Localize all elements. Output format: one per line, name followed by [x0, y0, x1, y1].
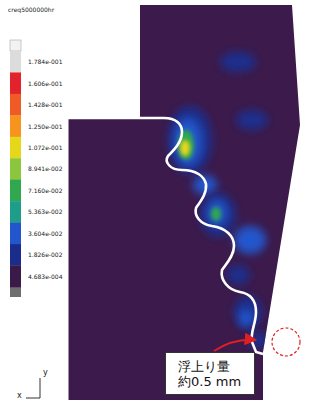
colorbar-swatch	[10, 158, 21, 180]
colorbar-swatch	[10, 244, 21, 266]
colorbar-value: 1.826e-002	[28, 251, 63, 258]
colorbar-swatch	[10, 51, 21, 73]
axis-label: x	[17, 391, 22, 400]
colorbar-value: 1.784e-001	[28, 58, 63, 65]
colorbar-value: 3.604e-002	[28, 230, 63, 237]
colorbar-value: 4.683e-004	[28, 273, 63, 280]
colorbar-value: 1.606e-001	[28, 80, 63, 87]
body-edge	[68, 118, 69, 400]
axis-line	[26, 398, 40, 399]
leader-arrow	[214, 340, 256, 351]
axis-label: y	[43, 368, 48, 377]
colorbar-value: 7.160e-002	[28, 187, 63, 194]
serration-gap	[68, 118, 263, 354]
colorbar-swatch	[10, 137, 21, 159]
colorbar-swatch	[10, 201, 21, 223]
liftoff-circle	[272, 328, 300, 356]
colorbar-swatch	[10, 266, 21, 288]
callout-box: 浮上り量 約0.5 mm	[165, 352, 255, 395]
axis-line	[40, 378, 41, 398]
colorbar-swatch	[10, 115, 21, 137]
colorbar-value: 1.250e-001	[28, 123, 63, 130]
colorbar-swatch	[10, 180, 21, 202]
colorbar-swatch	[10, 72, 21, 94]
colorbar-value: 5.363e-002	[28, 208, 63, 215]
strain-contours	[168, 52, 268, 348]
colorbar-swatch	[10, 223, 21, 245]
result-title: creq5000000hr	[8, 6, 54, 13]
colorbar-cap	[10, 287, 21, 297]
colorbar-value: 1.428e-001	[28, 101, 63, 108]
colorbar-swatch	[10, 94, 21, 116]
colorbar-cap	[10, 40, 21, 51]
callout-text: 浮上り量 約0.5 mm	[178, 359, 242, 389]
colorbar-value: 1.072e-001	[28, 144, 63, 151]
blade-root-body	[68, 5, 300, 400]
colorbar-value: 8.941e-002	[28, 165, 63, 172]
